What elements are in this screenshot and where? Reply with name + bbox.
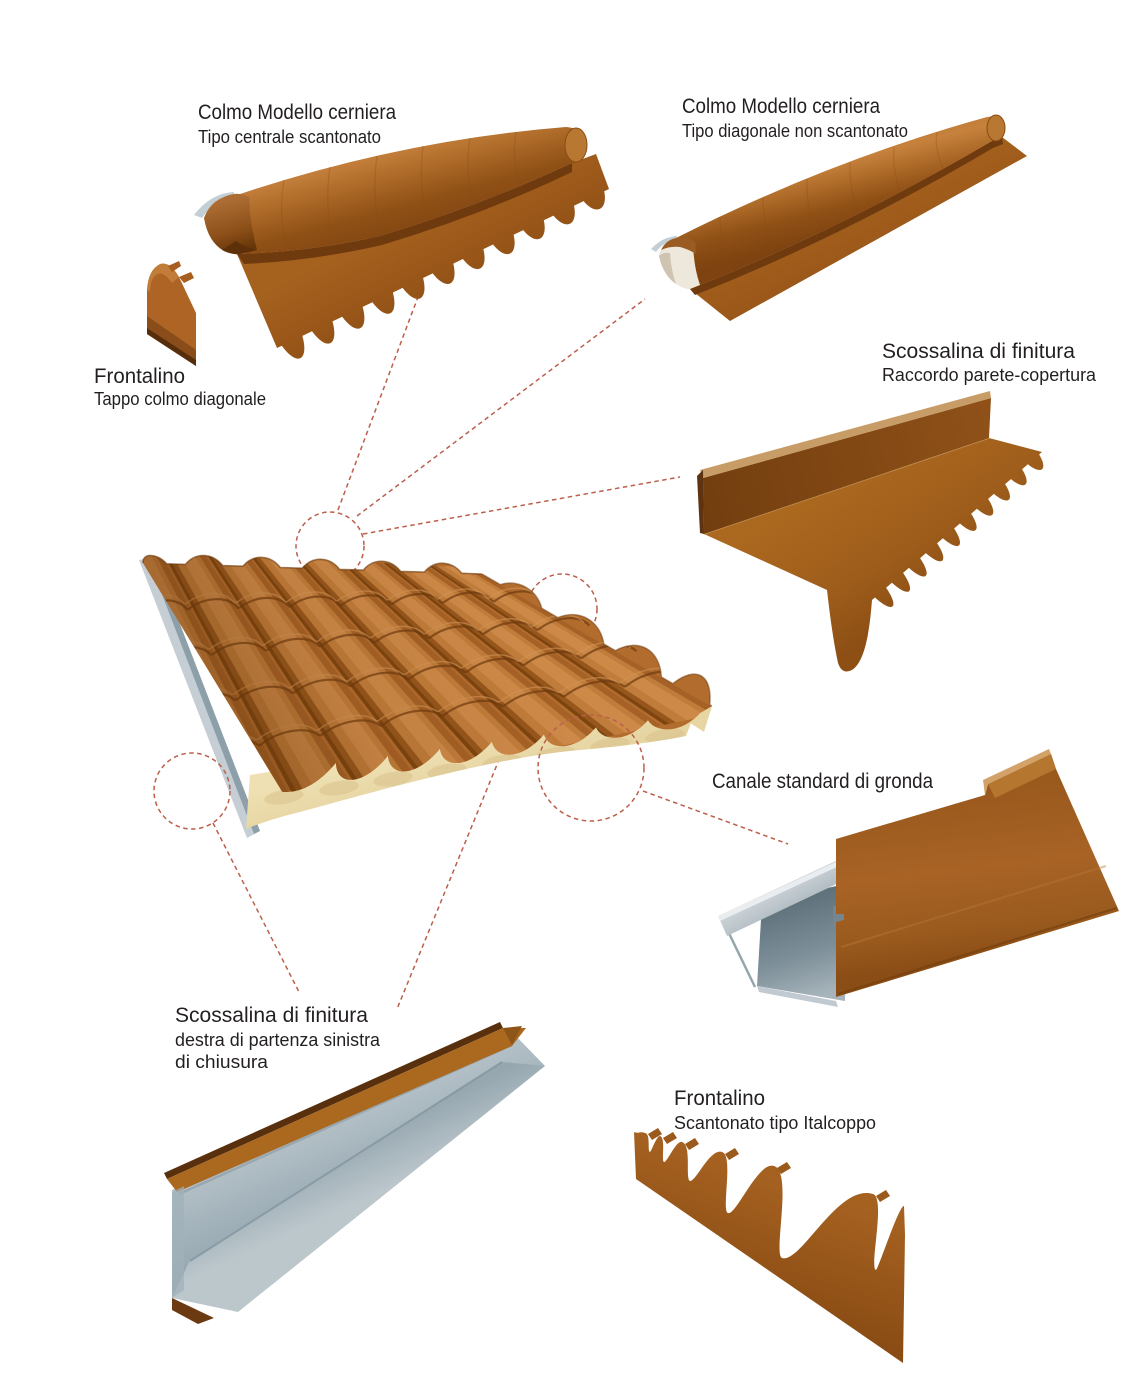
svg-text:Frontalino: Frontalino xyxy=(674,1087,765,1110)
svg-text:Scossalina di finitura: Scossalina di finitura xyxy=(882,340,1075,363)
svg-text:Scossalina di finitura: Scossalina di finitura xyxy=(175,1004,368,1027)
svg-text:Tipo diagonale non scantonato: Tipo diagonale non scantonato xyxy=(682,121,908,141)
svg-text:destra di partenza sinistra: destra di partenza sinistra xyxy=(175,1030,381,1050)
svg-text:di chiusura: di chiusura xyxy=(175,1052,269,1072)
svg-text:Frontalino: Frontalino xyxy=(94,365,185,388)
svg-text:Tappo colmo diagonale: Tappo colmo diagonale xyxy=(94,389,266,409)
svg-text:Scantonato tipo Italcoppo: Scantonato tipo Italcoppo xyxy=(674,1113,876,1133)
svg-text:Colmo Modello cerniera: Colmo Modello cerniera xyxy=(682,95,880,118)
svg-text:Tipo centrale scantonato: Tipo centrale scantonato xyxy=(198,127,381,147)
svg-text:Raccordo parete-copertura: Raccordo parete-copertura xyxy=(882,365,1097,385)
svg-text:Canale standard di gronda: Canale standard di gronda xyxy=(712,770,933,793)
svg-text:Colmo Modello cerniera: Colmo Modello cerniera xyxy=(198,101,396,124)
